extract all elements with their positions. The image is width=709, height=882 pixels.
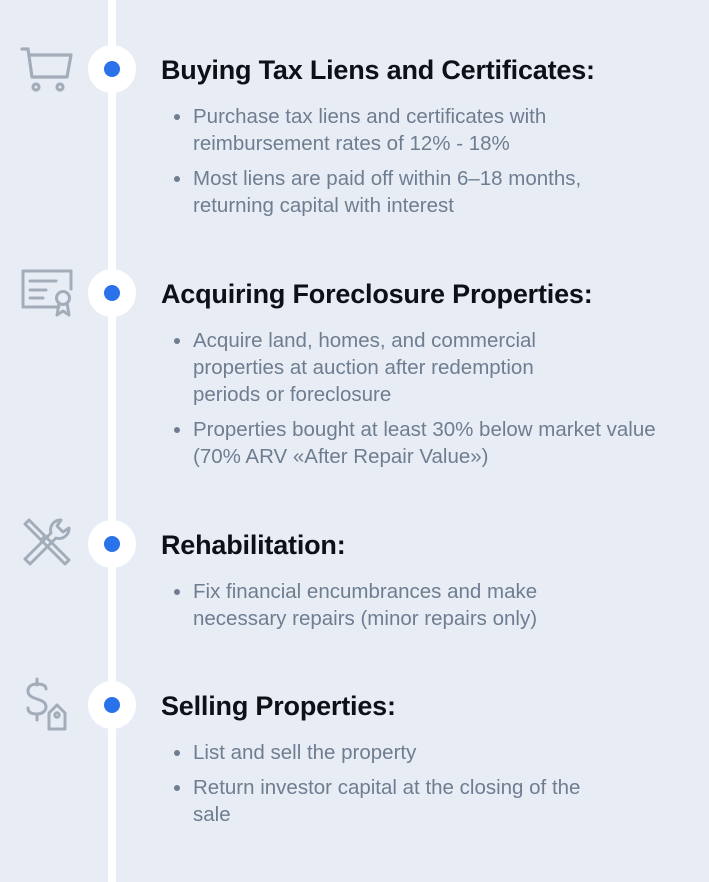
timeline-node [88,520,136,568]
timeline-line [108,0,116,882]
timeline-node-dot [104,536,120,552]
timeline-node-dot [104,285,120,301]
list-item: Purchase tax liens and certificates with… [172,103,612,157]
list-item: List and sell the property [172,739,612,766]
step-title: Selling Properties: [161,691,396,721]
list-item: Most liens are paid off within 6–18 mont… [172,165,612,219]
bullet-list: Purchase tax liens and certificates with… [172,103,612,227]
list-item: Fix financial encumbrances and make nece… [172,578,592,632]
timeline-node-dot [104,61,120,77]
timeline-node [88,45,136,93]
bullet-list: Fix financial encumbrances and make nece… [172,578,592,640]
timeline-node [88,269,136,317]
step-title: Buying Tax Liens and Certificates: [161,55,595,85]
certificate-icon [18,264,74,320]
list-item: Acquire land, homes, and commercial prop… [172,327,593,408]
bullet-list: List and sell the property Return invest… [172,739,612,836]
dollar-tag-icon [18,676,74,732]
tools-icon [18,515,74,571]
bullet-list: Acquire land, homes, and commercial prop… [172,327,657,478]
timeline-node-dot [104,697,120,713]
step-title: Acquiring Foreclosure Properties: [161,279,593,309]
timeline-node [88,681,136,729]
step-title: Rehabilitation: [161,530,346,560]
shopping-cart-icon [18,42,74,98]
list-item: Return investor capital at the closing o… [172,774,612,828]
list-item: Properties bought at least 30% below mar… [172,416,657,470]
